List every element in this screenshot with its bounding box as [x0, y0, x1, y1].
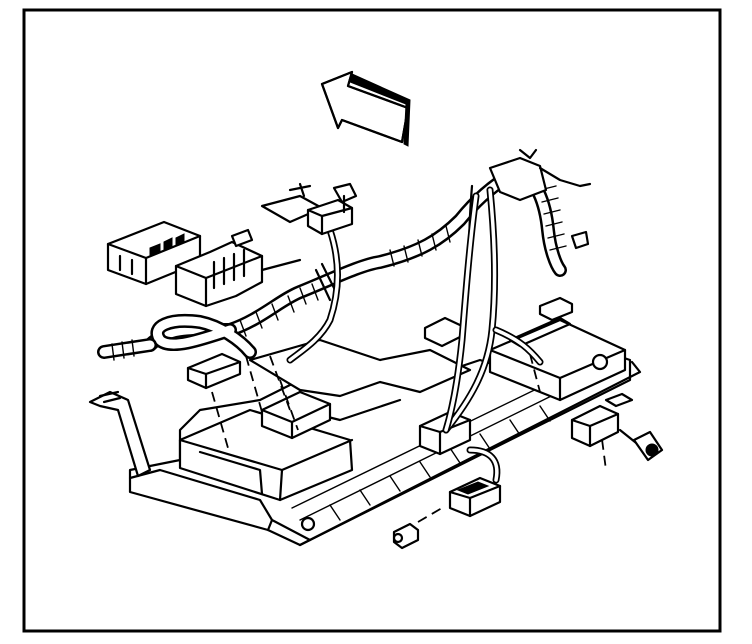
upper-small-connectors	[260, 182, 358, 236]
left-harness-loop	[97, 314, 257, 361]
harness-carrier-tray	[88, 296, 642, 547]
mating-connector	[174, 228, 302, 308]
right-clip-and-bolt	[570, 392, 664, 462]
branch-wires	[286, 186, 544, 484]
lower-connector-and-pin	[392, 476, 502, 550]
right-harness-branch	[468, 148, 592, 277]
direction-arrow-icon	[320, 70, 411, 147]
